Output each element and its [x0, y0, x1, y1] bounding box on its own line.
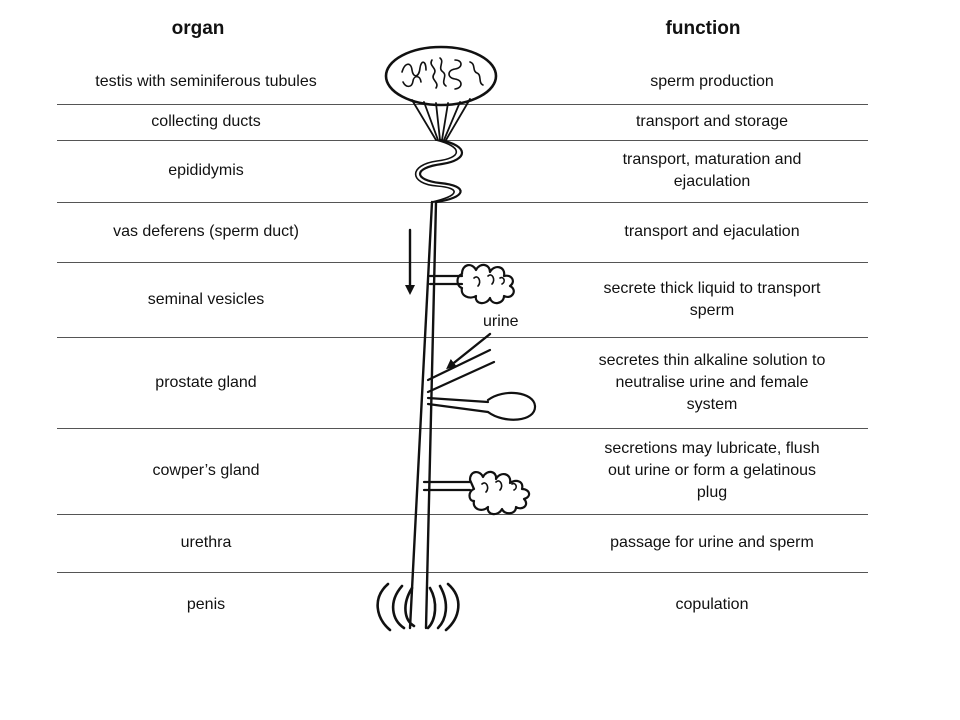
function-cell: secrete thick liquid to transport sperm [603, 279, 821, 319]
organ-cell: penis [186, 596, 226, 613]
table-row: urethra passage for urine and sperm [0, 514, 960, 572]
organ-cell: testis with seminiferous tubules [95, 73, 317, 90]
row-divider [57, 140, 868, 141]
function-cell: copulation [675, 596, 749, 613]
organ-cell: cowper’s gland [152, 462, 260, 479]
organ-cell: urethra [180, 534, 232, 551]
function-column-header: function [665, 18, 741, 39]
row-divider [57, 514, 868, 515]
table-row: testis with seminiferous tubules sperm p… [0, 60, 960, 104]
bladder-duct-drawing [426, 348, 496, 394]
organ-cell: collecting ducts [151, 113, 261, 130]
epididymis-drawing [415, 138, 463, 204]
table-row: collecting ducts transport and storage [0, 104, 960, 140]
function-cell: transport, maturation and ejaculation [622, 151, 802, 190]
table-row: cowper’s gland secretions may lubricate,… [0, 428, 960, 514]
testis-drawing [384, 45, 498, 107]
table-row: seminal vesicles secrete thick liquid to… [0, 262, 960, 337]
cowpers-gland-drawing [422, 470, 531, 516]
organ-cell: epididymis [168, 162, 244, 179]
function-cell: secretes thin alkaline solution to neutr… [598, 351, 826, 413]
organ-cell: prostate gland [155, 373, 257, 391]
collecting-ducts-drawing [411, 98, 471, 141]
organ-cell: seminal vesicles [147, 290, 265, 308]
penis-drawing [376, 582, 460, 632]
table-row: prostate gland secretes thin alkaline so… [0, 337, 960, 428]
urine-label: urine [483, 313, 519, 330]
row-divider [57, 428, 868, 429]
table-row: vas deferens (sperm duct) transport and … [0, 202, 960, 262]
prostate-gland-drawing [426, 391, 537, 421]
urine-flow-arrow [446, 332, 492, 370]
row-divider [57, 104, 868, 105]
organ-column-header: organ [171, 18, 225, 39]
function-cell: transport and ejaculation [624, 223, 800, 240]
sperm-duct-drawing [408, 200, 438, 630]
function-cell: sperm production [650, 73, 774, 90]
table-row: penis copulation [0, 572, 960, 638]
seminal-vesicle-drawing [428, 263, 515, 305]
row-divider [57, 202, 868, 203]
row-divider [57, 572, 868, 573]
organ-cell: vas deferens (sperm duct) [113, 223, 299, 240]
function-cell: secretions may lubricate, flush out urin… [604, 440, 820, 501]
row-divider [57, 262, 868, 263]
row-divider [57, 337, 868, 338]
function-cell: passage for urine and sperm [610, 534, 814, 551]
function-cell: transport and storage [635, 113, 789, 130]
table-row: epididymis transport, maturation and eja… [0, 140, 960, 202]
